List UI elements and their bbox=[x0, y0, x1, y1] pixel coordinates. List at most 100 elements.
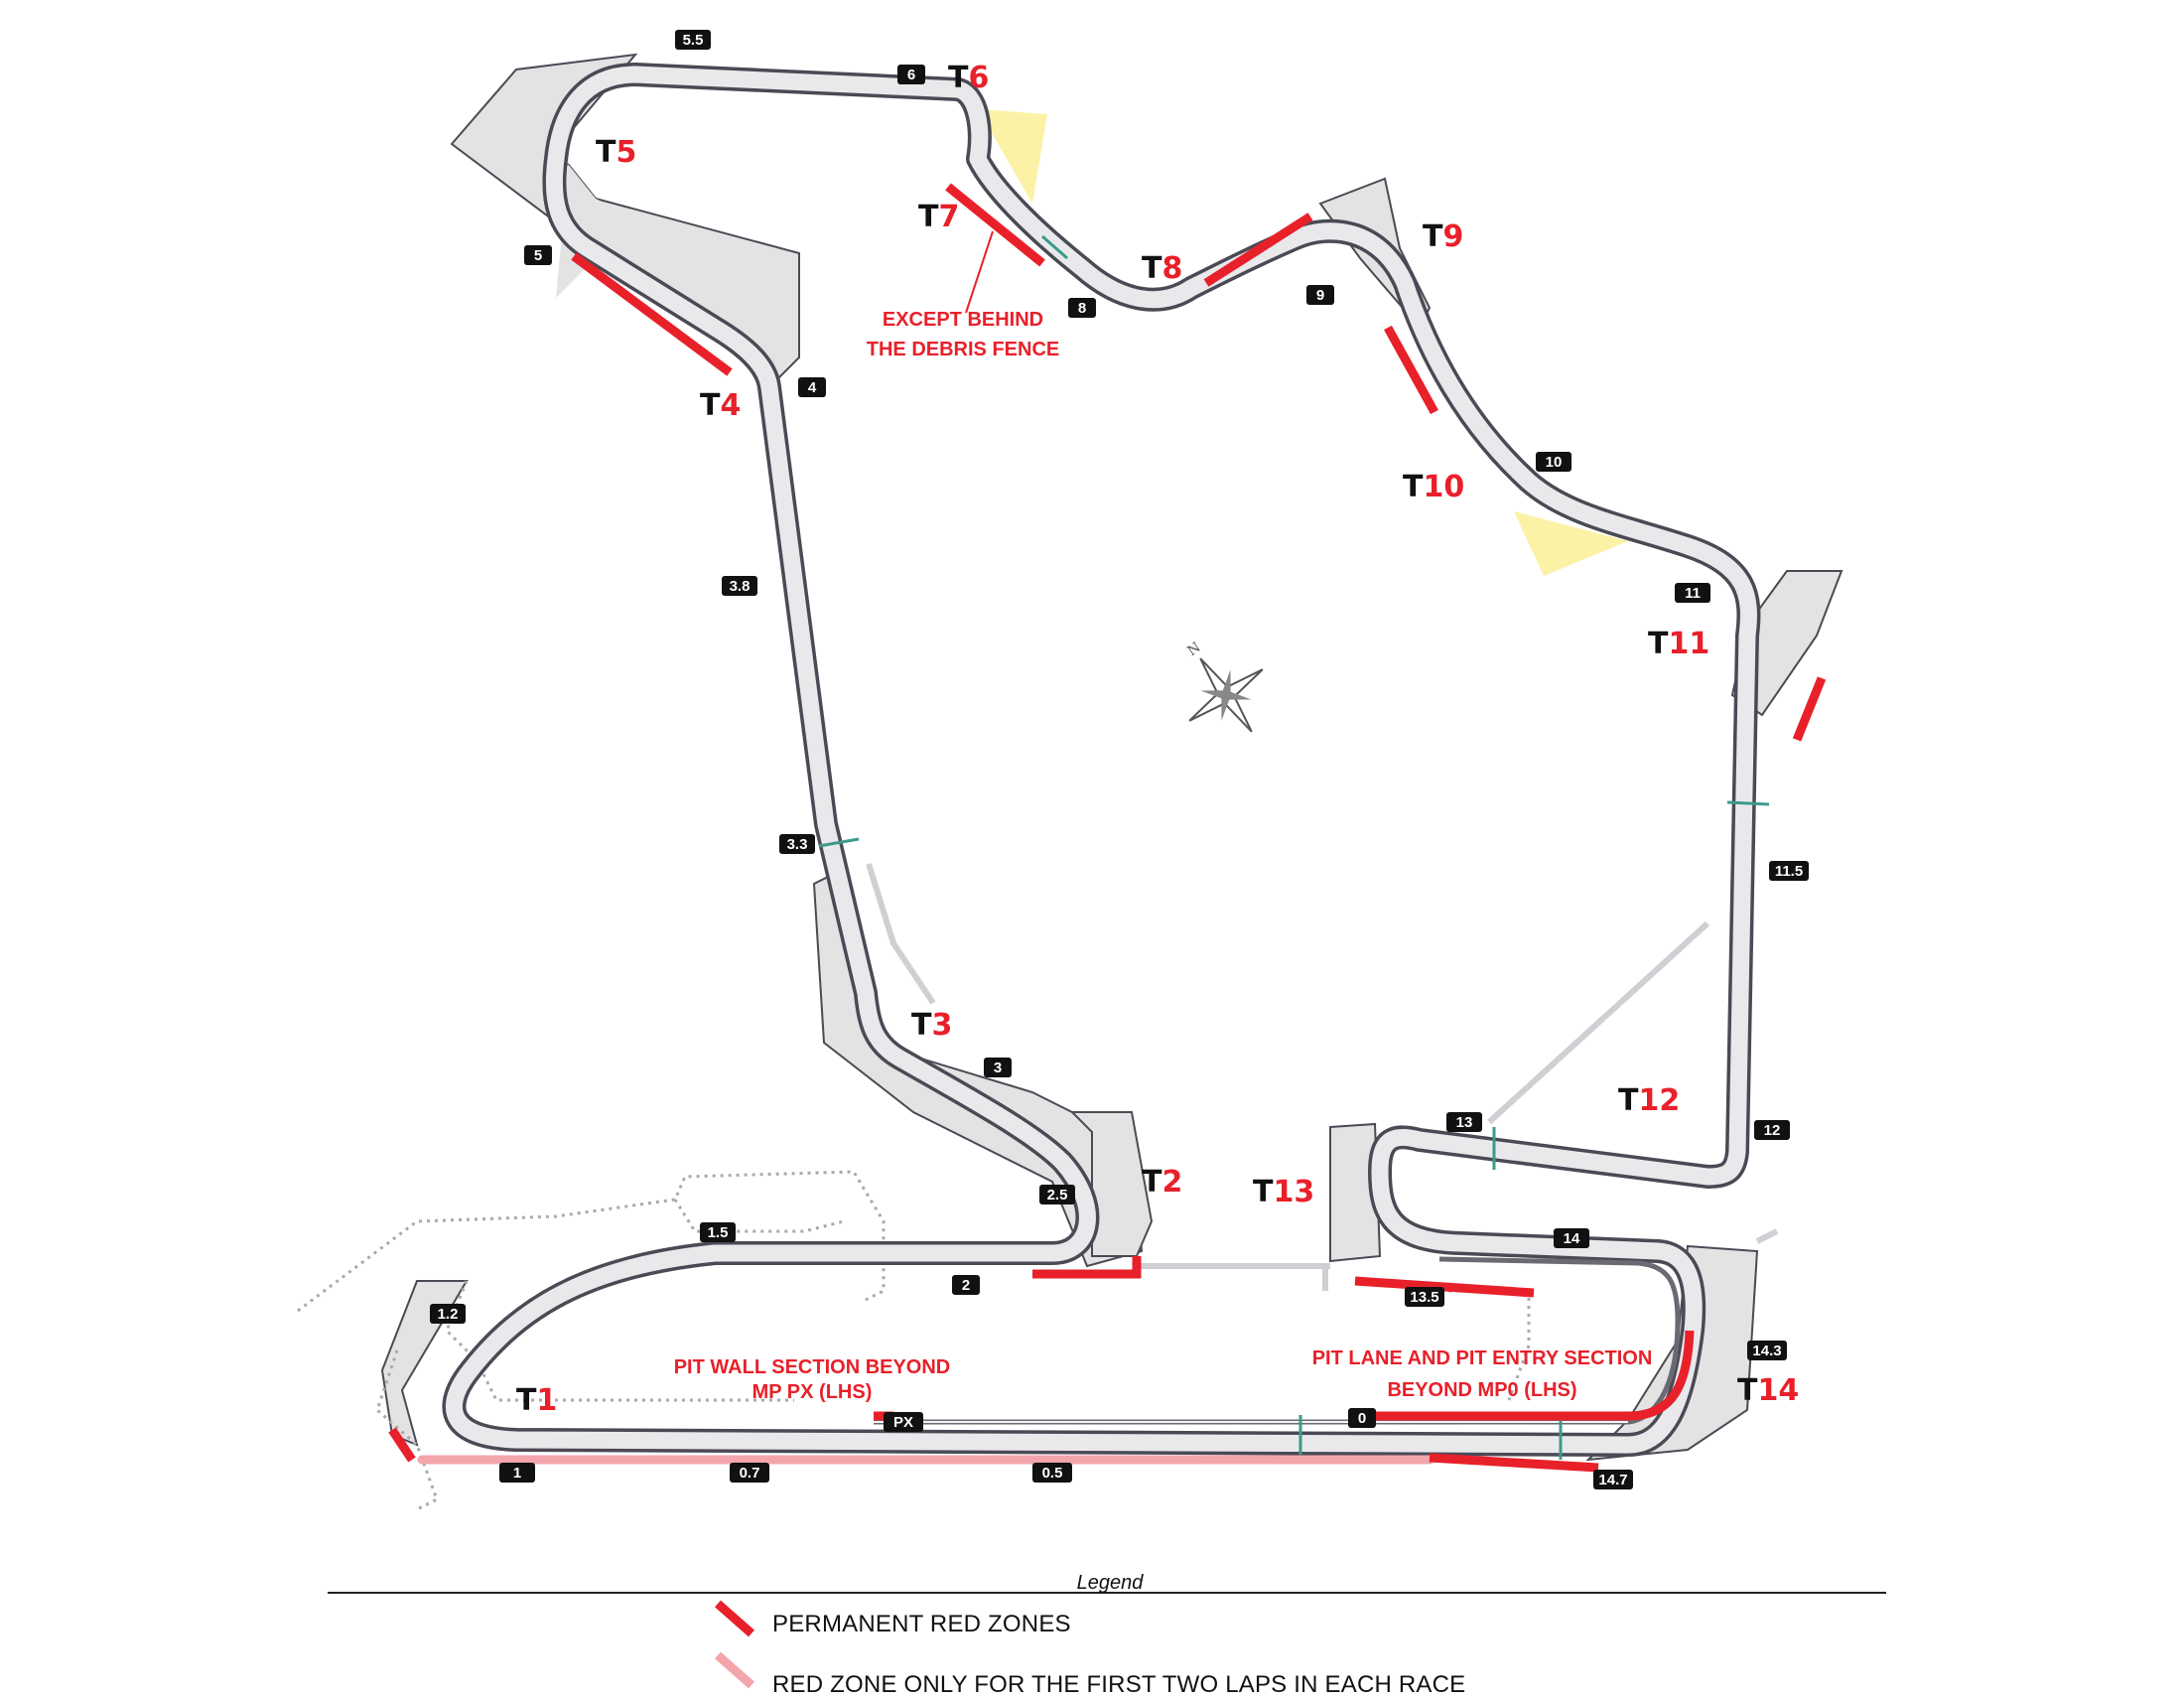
milepost-marker-label: 0.7 bbox=[740, 1465, 760, 1482]
milepost-marker: 10 bbox=[1536, 452, 1571, 472]
turn-label-t7: T7 bbox=[918, 200, 959, 234]
debris-pointer-line bbox=[965, 230, 994, 314]
milepost-marker: PX bbox=[884, 1412, 923, 1432]
track-surface bbox=[445, 66, 1757, 1454]
milepost-marker: 4 bbox=[798, 377, 826, 397]
turn-label-t12: T12 bbox=[1618, 1083, 1680, 1118]
turn-label-t10: T10 bbox=[1403, 470, 1464, 504]
annotations: EXCEPT BEHIND THE DEBRIS FENCE PIT WALL … bbox=[674, 309, 1653, 1403]
yellow-zones bbox=[978, 109, 1628, 576]
milepost-marker: 3.8 bbox=[722, 576, 757, 596]
milepost-marker-box bbox=[675, 30, 711, 50]
milepost-marker-label: 2 bbox=[962, 1277, 970, 1294]
compass-north-letter: N bbox=[1184, 639, 1203, 659]
milepost-marker-label: 8 bbox=[1078, 300, 1086, 317]
legend-swatch-first-two-laps bbox=[715, 1651, 754, 1688]
milepost-marker-box bbox=[1675, 583, 1710, 603]
turn-number: 2 bbox=[1161, 1165, 1182, 1200]
compass-rose: N bbox=[1184, 639, 1264, 733]
timing-lines bbox=[818, 234, 1770, 1460]
milepost-marker-label: 0 bbox=[1358, 1410, 1366, 1427]
milepost-marker-label: 0.5 bbox=[1042, 1465, 1063, 1482]
milepost-marker-label: 3 bbox=[994, 1060, 1002, 1076]
debris-note-line1: EXCEPT BEHIND bbox=[883, 309, 1043, 331]
turn-label-t13: T13 bbox=[1253, 1175, 1314, 1209]
milepost-marker: 2 bbox=[952, 1275, 980, 1295]
turn-number: 10 bbox=[1423, 470, 1464, 504]
turn-label-t4: T4 bbox=[700, 388, 741, 423]
debris-note-line2: THE DEBRIS FENCE bbox=[867, 339, 1059, 360]
milepost-marker-box bbox=[1405, 1287, 1444, 1307]
milepost-marker: 5 bbox=[524, 245, 552, 265]
turn-number: 5 bbox=[615, 135, 636, 170]
milepost-marker-label: 5 bbox=[534, 247, 542, 264]
milepost-marker-box bbox=[524, 245, 552, 265]
turn-number: 13 bbox=[1273, 1175, 1314, 1209]
milepost-marker: 0 bbox=[1348, 1408, 1376, 1428]
turn-number: 4 bbox=[720, 388, 741, 423]
milepost-marker-box bbox=[1306, 285, 1334, 305]
milepost-marker-box bbox=[1593, 1470, 1633, 1489]
turn-label-t14: T14 bbox=[1737, 1373, 1799, 1408]
pitlane-note-line1: PIT LANE AND PIT ENTRY SECTION bbox=[1312, 1347, 1653, 1369]
milepost-marker: 6 bbox=[897, 65, 925, 84]
milepost-marker-box bbox=[1554, 1228, 1589, 1248]
milepost-marker-box bbox=[1536, 452, 1571, 472]
turn-label-t1: T1 bbox=[516, 1383, 557, 1418]
turn-label-t6: T6 bbox=[948, 61, 989, 95]
turn-number: 7 bbox=[938, 200, 959, 234]
turn-prefix: T bbox=[948, 61, 969, 95]
turn-label-t3: T3 bbox=[911, 1008, 952, 1043]
milepost-marker: 14 bbox=[1554, 1228, 1589, 1248]
turn-prefix: T bbox=[1142, 251, 1162, 286]
milepost-marker: 3.3 bbox=[779, 834, 815, 854]
turn-prefix: T bbox=[1648, 627, 1669, 661]
turn-label-t8: T8 bbox=[1142, 251, 1182, 286]
milepost-marker-box bbox=[430, 1304, 466, 1324]
milepost-marker-label: 2.5 bbox=[1047, 1187, 1068, 1203]
legend-item-first-two-laps: RED ZONE ONLY FOR THE FIRST TWO LAPS IN … bbox=[772, 1671, 1466, 1698]
milepost-marker-label: 3.8 bbox=[730, 578, 751, 595]
milepost-marker-label: 11.5 bbox=[1775, 863, 1803, 880]
pitwall-note-line1: PIT WALL SECTION BEYOND bbox=[674, 1356, 951, 1378]
turn-label-t2: T2 bbox=[1142, 1165, 1182, 1200]
milepost-marker-box bbox=[1348, 1408, 1376, 1428]
milepost-marker-box bbox=[700, 1222, 736, 1242]
turn-prefix: T bbox=[1142, 1165, 1162, 1200]
milepost-marker: 1.5 bbox=[700, 1222, 736, 1242]
turn-prefix: T bbox=[918, 200, 939, 234]
milepost-marker-box bbox=[1754, 1120, 1790, 1140]
turn-prefix: T bbox=[516, 1383, 537, 1418]
turn-label-t9: T9 bbox=[1423, 219, 1463, 254]
milepost-marker: 5.5 bbox=[675, 30, 711, 50]
turn-number: 9 bbox=[1442, 219, 1463, 254]
milepost-marker-box bbox=[730, 1463, 769, 1483]
milepost-marker-box bbox=[984, 1058, 1012, 1077]
turn-prefix: T bbox=[1423, 219, 1443, 254]
milepost-marker: 14.3 bbox=[1747, 1341, 1787, 1360]
milepost-marker-box bbox=[722, 576, 757, 596]
milepost-marker-box bbox=[952, 1275, 980, 1295]
turn-number: 3 bbox=[931, 1008, 952, 1043]
milepost-marker: 9 bbox=[1306, 285, 1334, 305]
milepost-marker: 8 bbox=[1068, 298, 1096, 318]
turn-number: 6 bbox=[968, 61, 989, 95]
milepost-marker-box bbox=[1039, 1185, 1075, 1204]
milepost-marker-label: 3.3 bbox=[787, 836, 808, 853]
turn-number: 12 bbox=[1638, 1083, 1680, 1118]
turn-label-t11: T11 bbox=[1648, 627, 1709, 661]
milepost-marker: 0.7 bbox=[730, 1463, 769, 1483]
milepost-marker: 0.5 bbox=[1032, 1463, 1072, 1483]
pitlane-note-line2: BEYOND MP0 (LHS) bbox=[1387, 1379, 1576, 1401]
turn-prefix: T bbox=[911, 1008, 932, 1043]
milepost-marker-box bbox=[884, 1412, 923, 1432]
milepost-marker: 11 bbox=[1675, 583, 1710, 603]
milepost-marker-label: 12 bbox=[1764, 1122, 1781, 1139]
milepost-marker-label: 6 bbox=[907, 67, 915, 83]
turn-number: 11 bbox=[1668, 627, 1709, 661]
milepost-marker-label: 14.3 bbox=[1752, 1343, 1781, 1359]
milepost-marker-box bbox=[1769, 861, 1809, 881]
milepost-marker-label: PX bbox=[893, 1414, 913, 1431]
milepost-marker-label: 1 bbox=[513, 1465, 521, 1482]
